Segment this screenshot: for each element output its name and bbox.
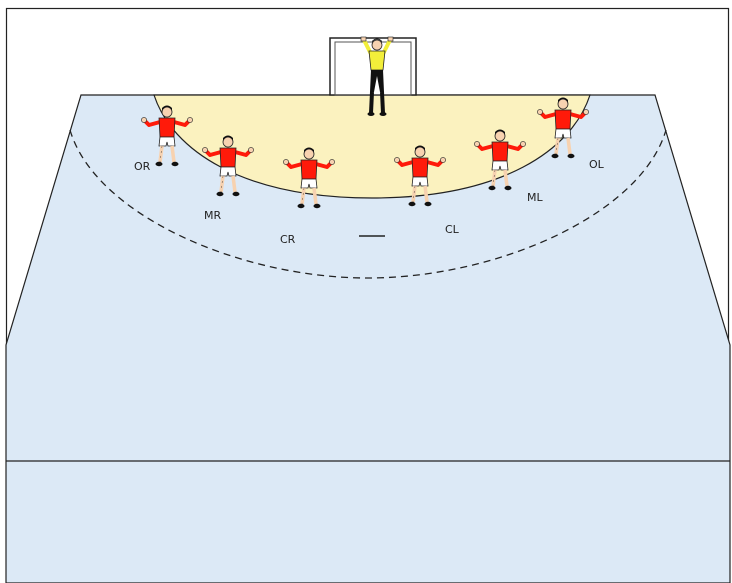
player-label-cl: CL (445, 223, 460, 236)
player-label-ml: ML (527, 191, 543, 204)
player-label-ol: OL (589, 158, 605, 171)
player-label-mr: MR (204, 209, 221, 222)
player-label-cr: CR (280, 233, 296, 246)
player-label-or: OR (134, 160, 151, 173)
